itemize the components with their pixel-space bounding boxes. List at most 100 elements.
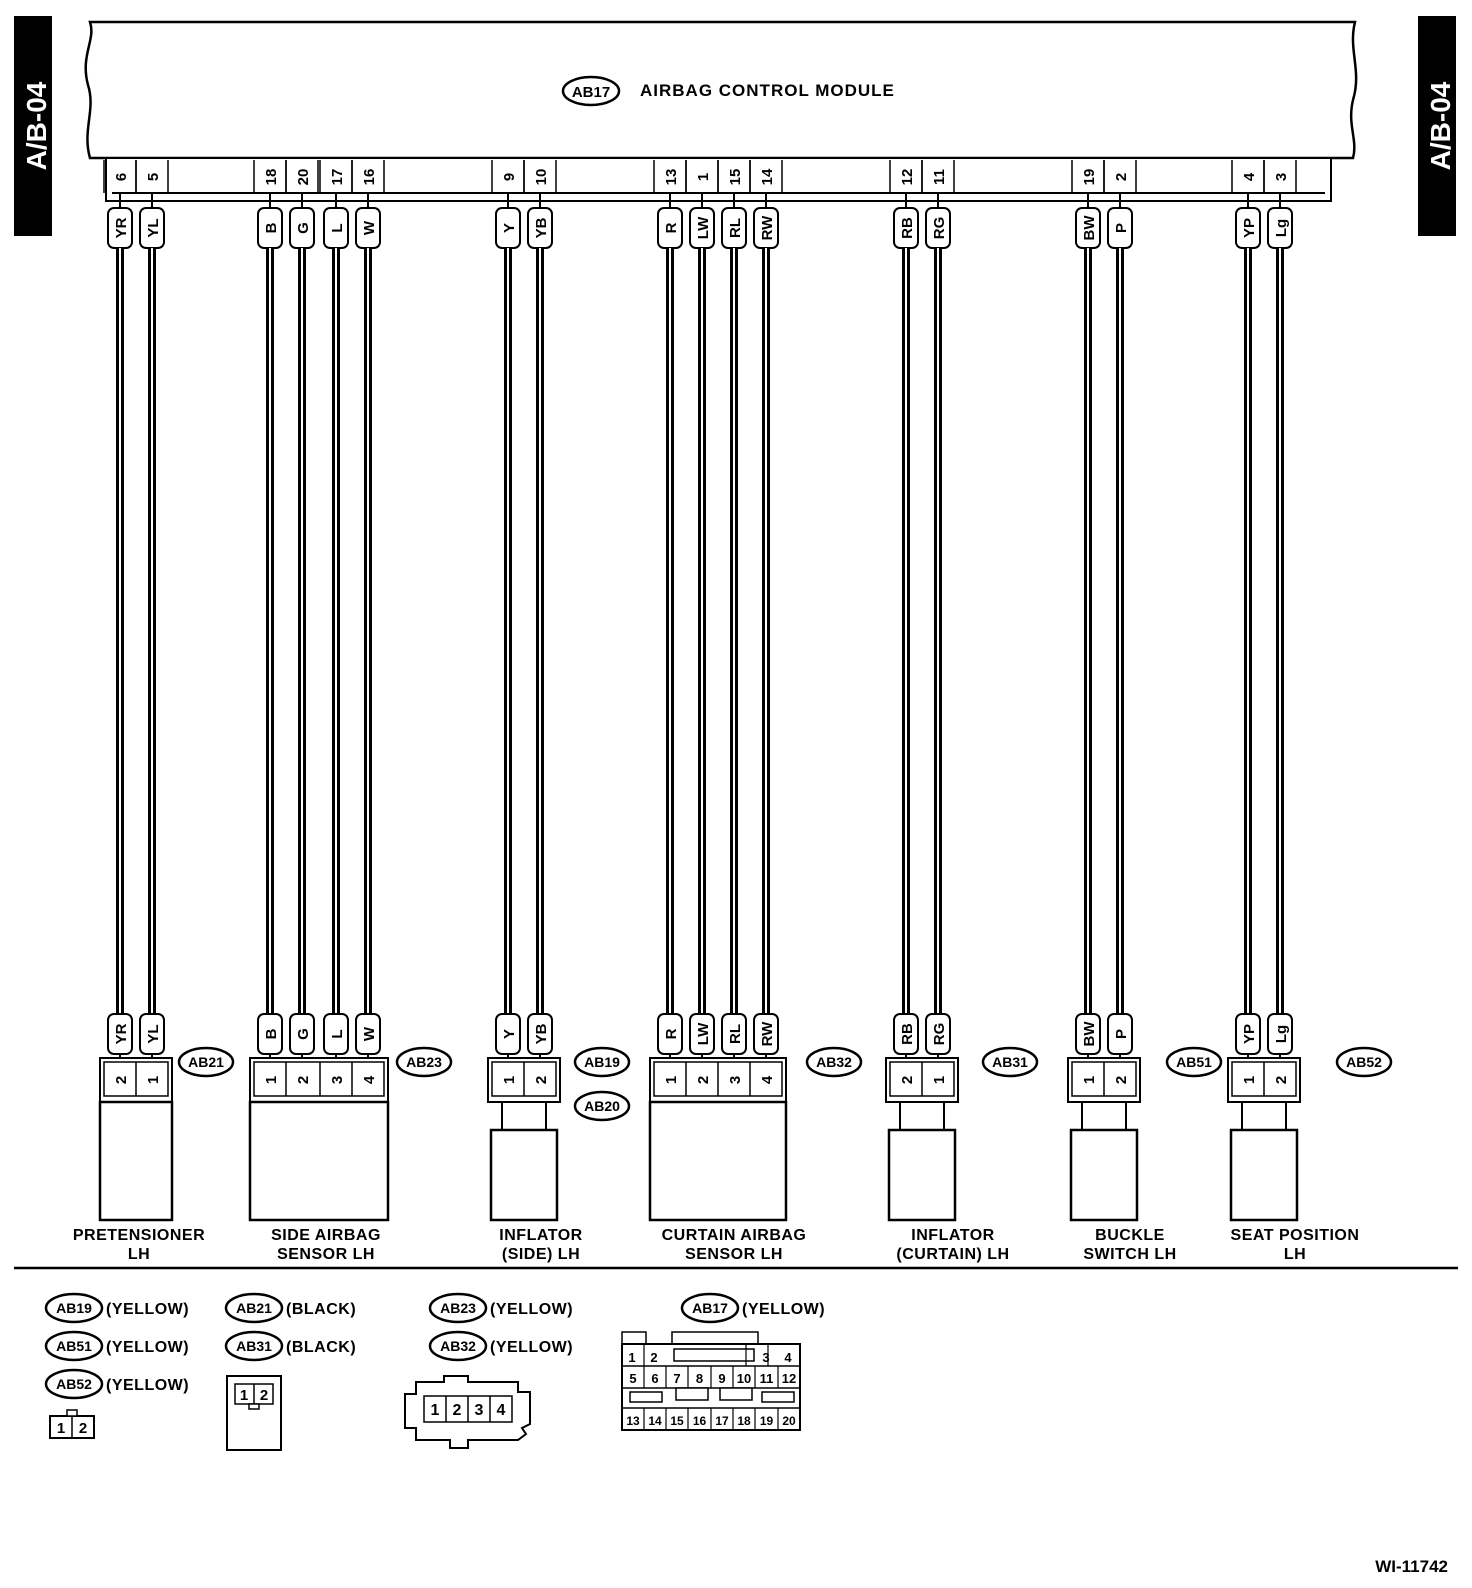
legend-connector-badge (44, 1368, 104, 1400)
wire-color-label-top: RG (931, 217, 948, 240)
legend-item-ab21: AB21(BLACK) (224, 1292, 356, 1324)
ab17-face-pin: 1 (628, 1350, 635, 1365)
black-two-pin-face-pin-2: 2 (260, 1387, 268, 1404)
wire-color-label-bottom: W (361, 1026, 378, 1041)
ab17-face-pin: 5 (629, 1371, 636, 1386)
ecu-pin-number: 16 (361, 169, 378, 186)
legend-connector-code: AB52 (56, 1376, 92, 1392)
ab17-face-pin: 14 (648, 1414, 662, 1428)
wire-color-label-bottom: LW (695, 1022, 712, 1045)
component-pin-number: 2 (899, 1076, 916, 1084)
ab17-face-pin: 7 (673, 1371, 680, 1386)
legend-item-ab19: AB19(YELLOW) (44, 1292, 189, 1324)
wire-color-label-top: RL (727, 218, 744, 238)
legend-connector-code: AB51 (56, 1338, 92, 1354)
black-two-pin-face-pin-1: 1 (240, 1387, 248, 1404)
legend-connector-color: (YELLOW) (106, 1339, 189, 1356)
legend-connector-code: AB23 (440, 1300, 476, 1316)
component-body (887, 1128, 957, 1222)
component-body (489, 1128, 559, 1222)
wire-color-label-top: YR (113, 217, 130, 238)
connector-code: AB21 (188, 1054, 224, 1070)
ab17-face-pin: 19 (760, 1414, 774, 1428)
component-pin-number: 1 (663, 1076, 680, 1084)
legend-connector-badge (224, 1330, 284, 1362)
wire-color-label-bottom: YB (533, 1023, 550, 1044)
connector-badge-ab21 (177, 1046, 235, 1078)
ecu-pin-number: 3 (1273, 173, 1290, 181)
legend-item-ab17: AB17 (YELLOW) (680, 1292, 825, 1324)
legend-connector-color: (YELLOW) (106, 1301, 189, 1318)
ab17-face-pin: 6 (651, 1371, 658, 1386)
wire-color-label-bottom: RG (931, 1023, 948, 1046)
ab17-module-connector-badge (561, 75, 621, 107)
ecu-pin-number: 2 (1113, 173, 1130, 181)
wire-color-label-top: YP (1241, 218, 1258, 238)
component-pin-number: 1 (501, 1076, 518, 1084)
figure-id: WI-11742 (1375, 1557, 1448, 1576)
two-pin-face-pin-1: 1 (57, 1420, 65, 1437)
legend-connector-badge (44, 1292, 104, 1324)
component-label: SWITCH LH (1083, 1246, 1176, 1263)
connector-code: AB51 (1176, 1054, 1212, 1070)
legend-connector-badge (44, 1330, 104, 1362)
legend-connector-color: (YELLOW) (106, 1377, 189, 1394)
component-pin-number: 2 (533, 1076, 550, 1084)
ab17-face-pin: 3 (762, 1350, 769, 1365)
component-pin-number: 2 (113, 1076, 130, 1084)
component-label: LH (1284, 1246, 1306, 1263)
wire-color-label-top: RW (759, 215, 776, 241)
legend-connector-color: (YELLOW) (490, 1301, 573, 1318)
wire-color-label-bottom: G (295, 1028, 312, 1040)
legend-connector-badge (428, 1292, 488, 1324)
legend-connector-color: (BLACK) (286, 1339, 356, 1356)
component-label: SEAT POSITION (1231, 1227, 1360, 1244)
four-pin-connector-face: 1 2 3 4 (404, 1375, 531, 1449)
component-pin-number: 1 (145, 1076, 162, 1084)
component-pin-number: 2 (1113, 1076, 1130, 1084)
wire-color-label-top: G (295, 222, 312, 234)
legend-connector-color: (BLACK) (286, 1301, 356, 1318)
component-pin-number: 4 (759, 1075, 776, 1084)
component-pin-number: 1 (931, 1076, 948, 1084)
connector-badge-ab32 (805, 1046, 863, 1078)
four-pin-face-pin-4: 4 (497, 1402, 506, 1419)
ab17-module-code: AB17 (572, 84, 610, 101)
wire-p: 2PP (1103, 160, 1137, 1060)
legend-connector-badge (224, 1292, 284, 1324)
ecu-pin-number: 10 (533, 169, 550, 186)
four-pin-face-pin-1: 1 (431, 1402, 440, 1419)
connector-code: AB32 (816, 1054, 852, 1070)
component-body (248, 1100, 390, 1222)
wire-color-label-bottom: RB (899, 1023, 916, 1045)
legend-item-ab23: AB23 (YELLOW) (428, 1292, 573, 1324)
legend-connector-color: (YELLOW) (742, 1301, 825, 1318)
wire-color-label-top: YB (533, 217, 550, 238)
legend-item-ab32: AB32(YELLOW) (428, 1330, 573, 1362)
ab17-face-pin: 13 (626, 1414, 640, 1428)
connector-badge-ab52 (1335, 1046, 1393, 1078)
component-pin-number: 2 (695, 1076, 712, 1084)
legend-item-ab31: AB31(BLACK) (224, 1330, 356, 1362)
ab17-face-pin: 2 (650, 1350, 657, 1365)
legend-connector-code: AB17 (692, 1300, 728, 1316)
two-pin-connector-face: 1 2 (49, 1409, 95, 1439)
legend-connector-badge (428, 1330, 488, 1362)
component-label: SIDE AIRBAG (271, 1227, 381, 1244)
legend-connector-badge (680, 1292, 740, 1324)
component-body (98, 1100, 174, 1222)
ab17-face-pin: 20 (782, 1414, 796, 1428)
wire-color-label-bottom: L (329, 1029, 346, 1038)
